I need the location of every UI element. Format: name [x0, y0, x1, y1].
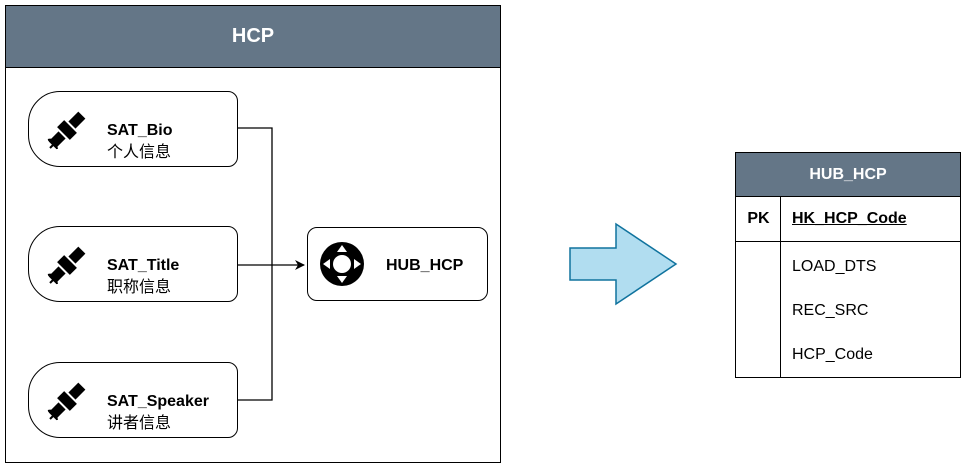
satellite-icon [47, 111, 86, 150]
pk-row-divider [736, 241, 960, 242]
table-row: LOAD_DTS [736, 245, 960, 289]
key-field: HK_HCP_Code [792, 210, 907, 227]
sat-title-title: SAT_Title [107, 257, 180, 274]
field-load-dts: LOAD_DTS [792, 258, 877, 275]
sat-title-node[interactable]: SAT_Title 职称信息 [28, 226, 238, 302]
sat-bio-subtitle: 个人信息 [107, 142, 172, 161]
table-row: HCP_Code [736, 333, 960, 377]
table-row: REC_SRC [736, 289, 960, 333]
sat-title-subtitle: 职称信息 [107, 277, 172, 296]
hub-hcp-node[interactable]: HUB_HCP [307, 227, 488, 301]
field-hcp-code: HCP_Code [792, 346, 873, 363]
hub-hcp-table: HUB_HCP PK HK_HCP_Code LOAD_DTS REC_SRC … [735, 152, 961, 378]
pk-column-divider [780, 197, 781, 377]
satellite-icon [47, 246, 86, 285]
hub-icon [320, 242, 364, 286]
field-rec-src: REC_SRC [792, 302, 869, 319]
table-row: PK HK_HCP_Code [736, 197, 960, 241]
hub-hcp-table-title: HUB_HCP [736, 153, 960, 197]
hcp-container-title: HCP [6, 6, 500, 68]
sat-speaker-title: SAT_Speaker [107, 393, 209, 410]
hub-hcp-title: HUB_HCP [386, 257, 464, 274]
sat-speaker-subtitle: 讲者信息 [107, 413, 172, 432]
pk-label: PK [747, 210, 770, 227]
transform-arrow-icon [569, 222, 678, 306]
satellite-icon [47, 382, 86, 421]
sat-bio-node[interactable]: SAT_Bio 个人信息 [28, 91, 238, 167]
sat-speaker-node[interactable]: SAT_Speaker 讲者信息 [28, 362, 238, 438]
sat-bio-title: SAT_Bio [107, 122, 173, 139]
